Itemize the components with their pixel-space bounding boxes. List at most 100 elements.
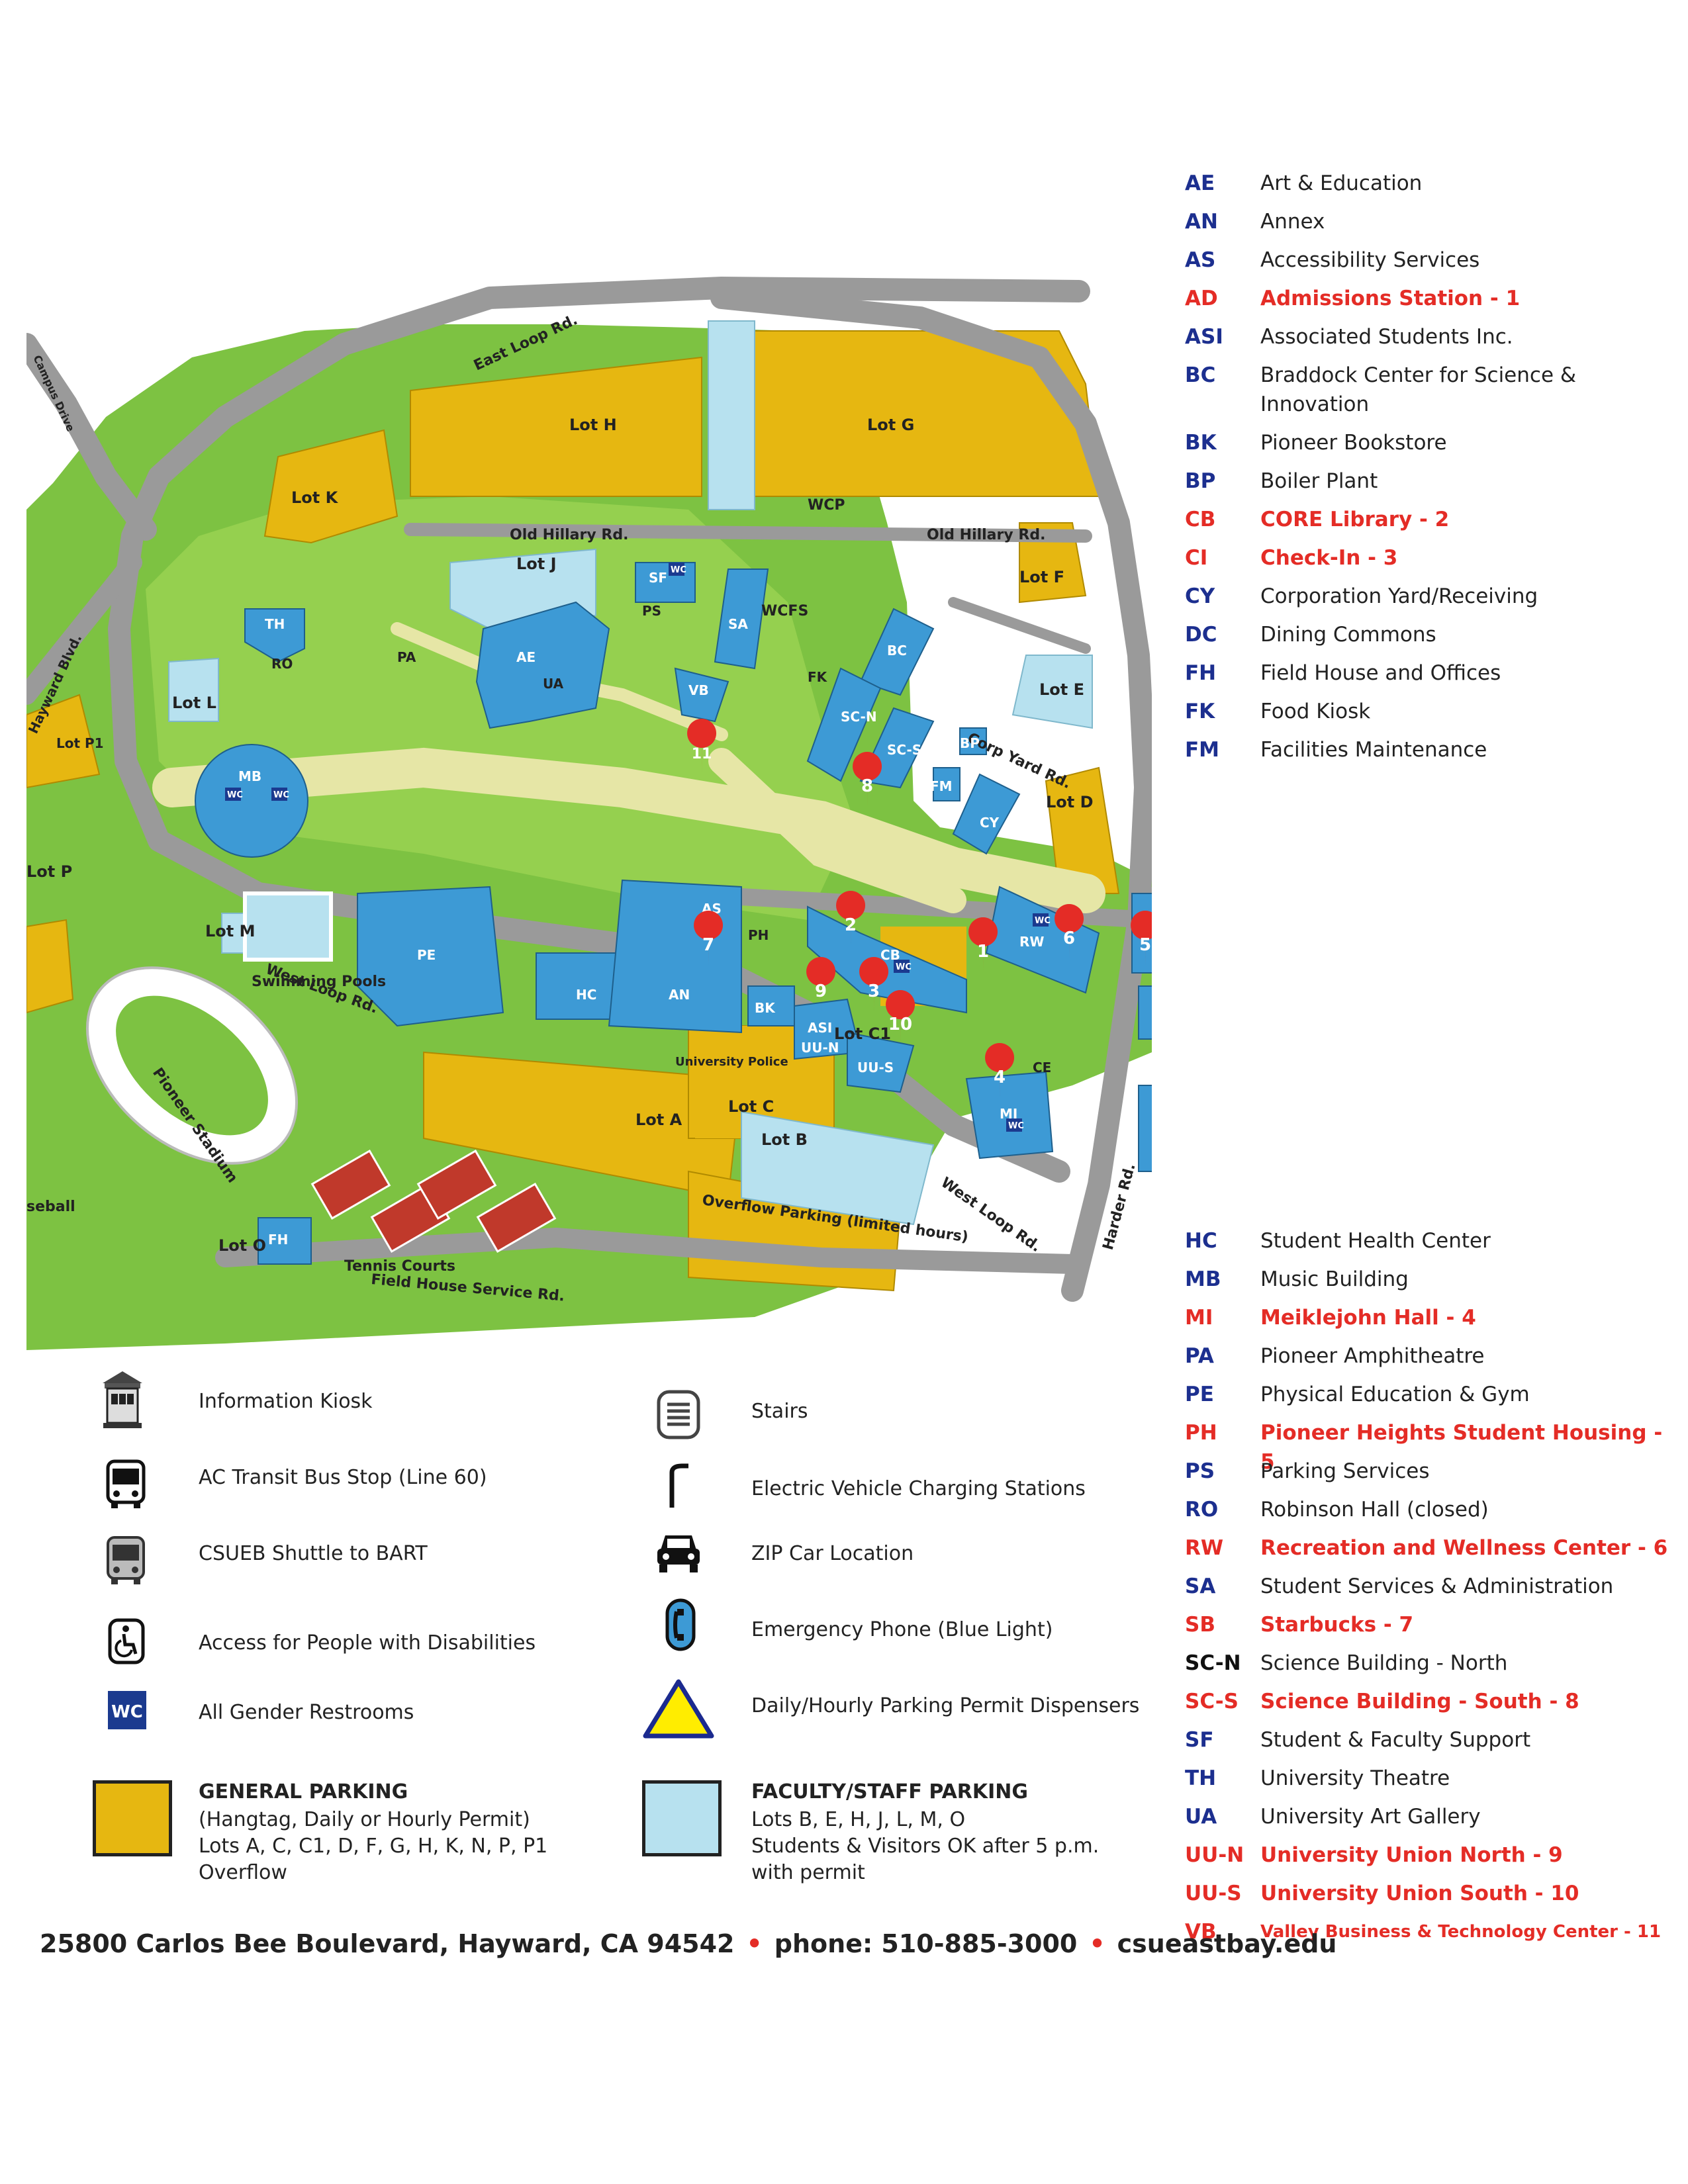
- marker-6[interactable]: 6: [1055, 904, 1084, 960]
- accessible-icon: [108, 1618, 145, 1664]
- bldg-label: BP: [960, 735, 980, 751]
- marker-11[interactable]: 11: [687, 719, 717, 774]
- bus-icon: [106, 1459, 146, 1508]
- tennis-courts: [310, 1149, 557, 1253]
- shuttle-label: CSUEB Shuttle to BART: [199, 1542, 428, 1565]
- lot-label: Lot P1: [56, 735, 104, 751]
- lot-label: Lot O: [218, 1236, 266, 1255]
- legend-name: Music Building: [1260, 1267, 1409, 1291]
- legend-code: MB: [1185, 1267, 1221, 1291]
- bldg-label: ASI: [808, 1020, 832, 1036]
- stairs-icon: [657, 1390, 700, 1439]
- legend-code: HC: [1185, 1229, 1217, 1253]
- legend-code: MI: [1185, 1306, 1213, 1330]
- legend-name: Braddock Center for Science & Innovation: [1260, 363, 1577, 416]
- legend-name: Associated Students Inc.: [1260, 325, 1513, 349]
- shuttle-icon: [107, 1536, 145, 1584]
- legend-name: Physical Education & Gym: [1260, 1383, 1530, 1406]
- legend-code: SF: [1185, 1728, 1214, 1752]
- bldg-label: BK: [755, 1000, 776, 1016]
- legend-code: UA: [1185, 1805, 1217, 1829]
- legend-code: PE: [1185, 1383, 1214, 1406]
- legend-name: University Union South - 10: [1260, 1882, 1579, 1905]
- legend-name: CORE Library - 2: [1260, 508, 1450, 531]
- bldg-label: PE: [417, 947, 436, 963]
- area-label: Tennis Courts: [344, 1258, 455, 1275]
- restroom-badges: WC WC WC WC WC WC: [225, 563, 1051, 1132]
- legend-code: RW: [1185, 1536, 1224, 1560]
- legend-code: SC-N: [1185, 1651, 1241, 1675]
- svg-text:3: 3: [868, 981, 880, 1001]
- general-parking-swatch: [93, 1780, 172, 1856]
- svg-text:WC: WC: [111, 1702, 143, 1722]
- restroom-icon: WC: [108, 1691, 146, 1729]
- area-label: WCFS: [761, 603, 808, 619]
- pioneer-stadium: [86, 966, 298, 1165]
- lot-label: Lot K: [291, 488, 339, 507]
- legend-code: VB: [1185, 1920, 1217, 1944]
- footer-web[interactable]: csueastbay.edu: [1117, 1929, 1337, 1958]
- marker-3[interactable]: 3: [859, 957, 889, 1013]
- bldg-label: UA: [543, 676, 564, 692]
- marker-4[interactable]: 4: [985, 1043, 1015, 1099]
- lot-label: Lot C: [728, 1097, 774, 1116]
- marker-9[interactable]: 9: [806, 957, 836, 1013]
- lot-label: Lot B: [761, 1130, 808, 1149]
- bus-stop-label: AC Transit Bus Stop (Line 60): [199, 1466, 487, 1489]
- legend-name: Pioneer Amphitheatre: [1260, 1344, 1485, 1368]
- zipcar-label: ZIP Car Location: [751, 1542, 914, 1565]
- legend-name: University Art Gallery: [1260, 1805, 1481, 1829]
- marker-10[interactable]: 10: [886, 990, 915, 1046]
- ev-label: Electric Vehicle Charging Stations: [751, 1477, 1086, 1500]
- legend-name: Dining Commons: [1260, 623, 1436, 647]
- lot-label: Lot J: [516, 555, 557, 573]
- bldg-label: UU-N: [801, 1040, 839, 1056]
- bldg-label: FH: [268, 1232, 288, 1248]
- legend-name: Facilities Maintenance: [1260, 738, 1487, 762]
- lot-label: Lot H: [569, 416, 617, 434]
- legend-code: PH: [1185, 1421, 1217, 1445]
- bldg-label: CY: [980, 815, 1000, 831]
- svg-text:WC: WC: [1008, 1121, 1024, 1131]
- faculty-parking-swatch: [642, 1780, 722, 1856]
- legend-name: Accessibility Services: [1260, 248, 1480, 272]
- legend-code: AD: [1185, 287, 1218, 310]
- faculty-parking-body: Lots B, E, H, J, L, M, O Students & Visi…: [751, 1808, 1100, 1884]
- svg-text:WC: WC: [273, 790, 289, 800]
- legend-code: BK: [1185, 431, 1217, 455]
- location-markers: 1 2 3 4 5 6 7 8 9 10 11: [687, 719, 1160, 1099]
- bldg-label: PS: [642, 603, 661, 619]
- legend-code: PS: [1185, 1459, 1215, 1483]
- svg-text:7: 7: [702, 935, 714, 955]
- bldg-label: AE: [516, 649, 536, 665]
- legend-name: Annex: [1260, 210, 1325, 234]
- marker-8[interactable]: 8: [853, 752, 882, 807]
- legend-code: FM: [1185, 738, 1220, 762]
- lot-label: Lot G: [867, 416, 914, 434]
- legend-code: PA: [1185, 1344, 1214, 1368]
- svg-text:4: 4: [994, 1068, 1006, 1087]
- legend-code: DC: [1185, 623, 1217, 647]
- info-kiosk-label: Information Kiosk: [199, 1390, 373, 1413]
- legend-name: Meiklejohn Hall - 4: [1260, 1306, 1476, 1330]
- legend-name: University Union North - 9: [1260, 1843, 1563, 1867]
- stairs-label: Stairs: [751, 1400, 808, 1423]
- legend-code: SC-S: [1185, 1690, 1239, 1713]
- bldg-label: FM: [930, 778, 953, 794]
- bldg-label: SC-S: [887, 742, 921, 758]
- bldg-label: VB: [688, 682, 709, 698]
- legend-code: ASI: [1185, 325, 1223, 349]
- marker-7[interactable]: 7: [694, 911, 724, 966]
- legend-name: Student & Faculty Support: [1260, 1728, 1531, 1752]
- legend-name: Recreation and Wellness Center - 6: [1260, 1536, 1668, 1560]
- marker-2[interactable]: 2: [836, 891, 866, 946]
- marker-1[interactable]: 1: [968, 917, 998, 973]
- bldg-label: CE: [1033, 1060, 1051, 1075]
- lot-label: Lot D: [1046, 793, 1094, 811]
- legend-name: Robinson Hall (closed): [1260, 1498, 1489, 1522]
- footer: 25800 Carlos Bee Boulevard, Hayward, CA …: [40, 1929, 1337, 1958]
- legend-code: UU-S: [1185, 1882, 1242, 1905]
- legend-name: Science Building - South - 8: [1260, 1690, 1579, 1713]
- bldg-label: SF: [649, 570, 667, 586]
- svg-text:1: 1: [977, 942, 989, 962]
